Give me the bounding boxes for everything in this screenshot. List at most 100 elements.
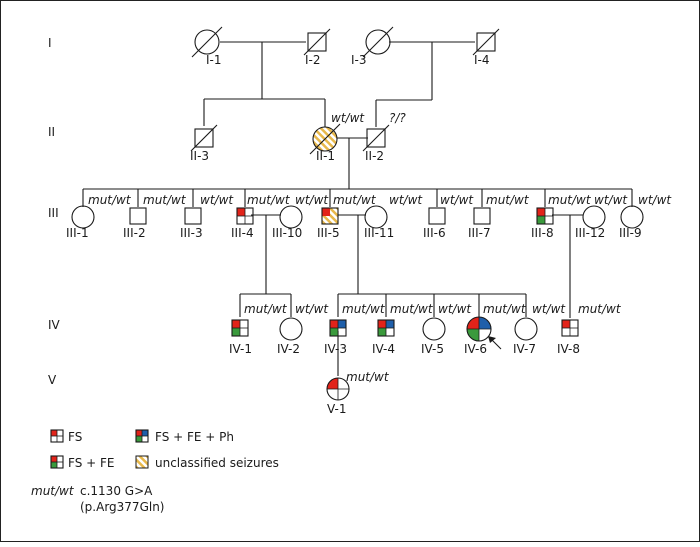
genotype-iii5: mut/wt xyxy=(333,193,377,207)
genotype-v1: mut/wt xyxy=(346,370,390,384)
symbol-iv1-quadrant xyxy=(232,320,240,328)
label-iii5: III-5 xyxy=(317,226,340,240)
legend-icon-fs-fe xyxy=(50,455,64,469)
symbol-v1-quadrant xyxy=(327,378,338,389)
label-iv2: IV-2 xyxy=(277,342,300,356)
label-iv1: IV-1 xyxy=(229,342,252,356)
symbol-i4-deceased-slash xyxy=(472,28,500,56)
label-iv6: IV-6 xyxy=(464,342,487,356)
generation-label-i: I xyxy=(48,36,52,50)
genotype-iii4: mut/wt xyxy=(247,193,291,207)
genotype-iii6: wt/wt xyxy=(440,193,474,207)
legend-icon-fs xyxy=(50,429,64,443)
legend-icon-fs-fe-ph-quadrant xyxy=(136,430,142,436)
label-iii12: III-12 xyxy=(575,226,605,240)
pedigree-lines xyxy=(82,41,633,376)
symbol-iii8-quadrant xyxy=(537,208,545,216)
symbol-ii2-outline xyxy=(366,128,386,148)
label-iii11: III-11 xyxy=(364,226,394,240)
symbol-ii2-deceased-slash xyxy=(362,124,390,152)
legend-label-fs-fe-ph: FS + FE + Ph xyxy=(155,430,234,444)
symbol-iv2-outline xyxy=(279,317,303,341)
symbol-iv7-outline xyxy=(514,317,538,341)
genotype-iii7: mut/wt xyxy=(486,193,530,207)
symbol-i3-outline xyxy=(365,29,391,55)
symbol-i4-outline xyxy=(476,32,496,52)
symbol-iii7 xyxy=(473,207,491,225)
symbol-iv3-quadrant xyxy=(330,320,338,328)
label-iii2: III-2 xyxy=(123,226,146,240)
genotype-iv5: wt/wt xyxy=(438,302,472,316)
symbol-iii4-quadrant xyxy=(237,208,245,216)
label-ii2: II-2 xyxy=(365,149,384,163)
symbol-iii7-outline xyxy=(473,207,491,225)
symbol-iv3-quadrant xyxy=(330,328,338,336)
symbol-iv8 xyxy=(561,319,579,337)
legend-mutation-desc: c.1130 G>A xyxy=(80,484,153,498)
symbol-ii1-deceased-slash xyxy=(309,123,341,155)
label-iv5: IV-5 xyxy=(421,342,444,356)
symbol-iv1 xyxy=(231,319,249,337)
legend-label-unclassified: unclassified seizures xyxy=(155,456,279,470)
symbol-iv5 xyxy=(422,317,446,341)
symbol-iv3 xyxy=(329,319,347,337)
symbol-i4 xyxy=(472,28,500,56)
symbol-iii10 xyxy=(279,205,303,229)
symbol-iv6-quadrant xyxy=(467,329,479,341)
genotype-iii9: wt/wt xyxy=(638,193,672,207)
label-iii3: III-3 xyxy=(180,226,203,240)
symbol-iii5-outline xyxy=(321,207,339,225)
symbol-iv7 xyxy=(514,317,538,341)
legend-mutation-protein: (p.Arg377Gln) xyxy=(80,500,165,514)
label-iii9: III-9 xyxy=(619,226,642,240)
generation-label-iv: IV xyxy=(48,318,61,332)
legend-icon-unclassified-hatch xyxy=(136,456,148,468)
genotype-iii10: wt/wt xyxy=(295,193,329,207)
label-iv4: IV-4 xyxy=(372,342,395,356)
label-i2: I-2 xyxy=(305,53,321,67)
symbol-iii2-outline xyxy=(129,207,147,225)
label-iii7: III-7 xyxy=(468,226,491,240)
symbol-i1-deceased-slash xyxy=(191,26,223,58)
symbol-iii8 xyxy=(536,207,554,225)
label-iii4: III-4 xyxy=(231,226,254,240)
symbol-iv4-quadrant xyxy=(386,320,394,328)
generation-label-ii: II xyxy=(48,125,55,139)
symbol-iii2 xyxy=(129,207,147,225)
symbol-iii12 xyxy=(582,205,606,229)
symbol-iv2 xyxy=(279,317,303,341)
genotype-iii2: mut/wt xyxy=(143,193,187,207)
symbol-iv8-quadrant xyxy=(562,320,570,328)
symbol-iv4-quadrant xyxy=(378,328,386,336)
legend-label-fs-fe: FS + FE xyxy=(68,456,114,470)
symbol-i3 xyxy=(362,26,394,58)
genotype-iii8: mut/wt xyxy=(548,193,592,207)
symbol-i2 xyxy=(303,28,331,56)
label-i1: I-1 xyxy=(206,53,222,67)
symbol-ii3 xyxy=(190,124,218,152)
legend-icon-fs-fe-quadrant xyxy=(51,462,57,468)
genotype-labels: wt/wt ?/? mut/wt mut/wt wt/wt mut/wt wt/… xyxy=(88,111,672,384)
symbol-iii3-outline xyxy=(184,207,202,225)
genotype-iii12: wt/wt xyxy=(594,193,628,207)
symbol-iii9-outline xyxy=(620,205,644,229)
symbol-iv5-outline xyxy=(422,317,446,341)
symbol-iii12-outline xyxy=(582,205,606,229)
symbol-ii1-outline xyxy=(312,126,338,152)
genotype-iv8: mut/wt xyxy=(578,302,622,316)
label-i3: I-3 xyxy=(351,53,367,67)
genotype-iv4: mut/wt xyxy=(390,302,434,316)
individual-labels: I-1 I-2 I-3 I-4 II-3 II-1 II-2 III-1 III… xyxy=(66,53,642,416)
symbol-iii11 xyxy=(364,205,388,229)
symbol-ii3-deceased-slash xyxy=(190,124,218,152)
legend-label-fs: FS xyxy=(68,430,82,444)
label-i4: I-4 xyxy=(474,53,490,67)
genotype-iv2: wt/wt xyxy=(295,302,329,316)
genotype-iv1: mut/wt xyxy=(244,302,288,316)
label-ii3: II-3 xyxy=(190,149,209,163)
symbol-iv6-quadrant xyxy=(467,317,479,329)
symbol-i1-outline xyxy=(194,29,220,55)
genotype-iii11: wt/wt xyxy=(389,193,423,207)
